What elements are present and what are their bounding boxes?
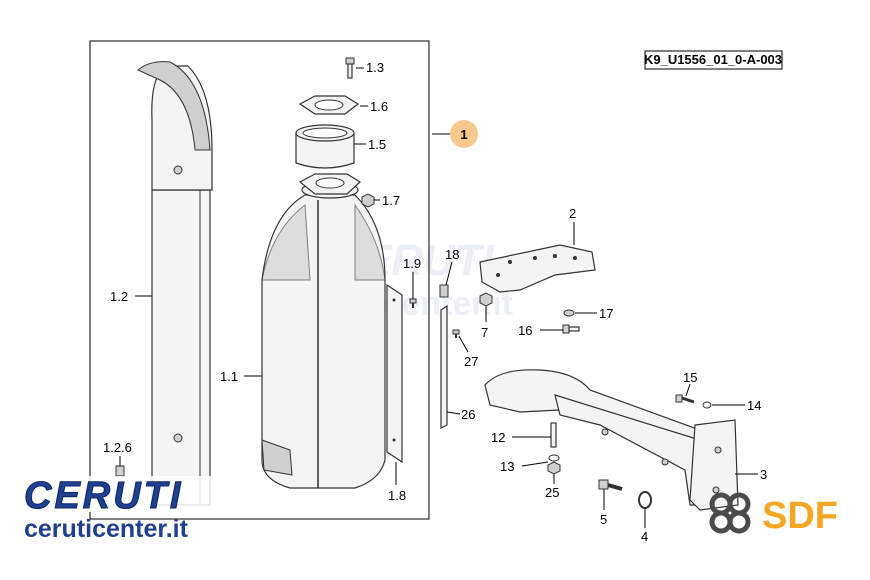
heat-shield-strip — [386, 283, 403, 464]
hardware-4 — [638, 491, 652, 509]
hardware-16 — [562, 324, 580, 334]
callout-26: 26 — [461, 407, 475, 422]
nut-part-1-7 — [361, 193, 375, 208]
callout-1-1: 1.1 — [220, 369, 238, 384]
callout-13: 13 — [500, 459, 514, 474]
hardware-12 — [550, 422, 557, 448]
hardware-7 — [479, 292, 493, 307]
sdf-logo-text: SDF — [762, 495, 838, 537]
diagram-code-box: K9_U1556_01_0-A-003 — [644, 50, 783, 70]
sleeve-part — [295, 124, 355, 169]
callout-17: 17 — [599, 306, 613, 321]
hardware-17 — [563, 309, 575, 317]
hardware-14 — [702, 401, 712, 409]
support-plate — [479, 244, 596, 293]
callout-1-2-6: 1.2.6 — [103, 440, 132, 455]
sdf-emblem-icon — [709, 492, 751, 534]
callout-1-6: 1.6 — [370, 99, 388, 114]
callout-1-5: 1.5 — [368, 137, 386, 152]
callout-2: 2 — [569, 206, 576, 221]
callout-1-2: 1.2 — [110, 289, 128, 304]
ceruti-site-text: ceruticenter.it — [24, 515, 189, 543]
hardware-15 — [675, 394, 695, 404]
bracket-arm — [484, 369, 739, 511]
hardware-25 — [547, 461, 561, 475]
callout-1-9: 1.9 — [403, 256, 421, 271]
callout-27: 27 — [464, 354, 478, 369]
callout-16: 16 — [518, 323, 532, 338]
ceruti-logo: CERUTI ceruticenter.it — [18, 475, 262, 543]
ceruti-logo-text: CERUTI — [24, 475, 183, 517]
callout-1-8: 1.8 — [388, 488, 406, 503]
sdf-logo: SDF — [709, 492, 838, 537]
callout-12: 12 — [491, 430, 505, 445]
callout-3: 3 — [760, 467, 767, 482]
hardware-13 — [548, 454, 560, 462]
callout-1-7: 1.7 — [382, 193, 400, 208]
callout-1-3: 1.3 — [366, 60, 384, 75]
callout-labels: 1.3 1.6 1.5 1.7 1.2 1.1 1.2.6 1.9 1.8 18… — [103, 60, 767, 544]
callout-18: 18 — [445, 247, 459, 262]
leader-lines — [119, 67, 758, 528]
callout-5: 5 — [600, 512, 607, 527]
callout-4: 4 — [641, 529, 648, 544]
bolt-part-1-3 — [345, 57, 355, 79]
exhaust-stack-pipe — [137, 61, 213, 506]
callout-7: 7 — [481, 325, 488, 340]
callout-14: 14 — [747, 398, 761, 413]
hardware-5 — [598, 479, 623, 491]
callout-15: 15 — [683, 370, 697, 385]
group-frame — [89, 40, 430, 520]
gasket-part — [298, 95, 360, 115]
muffler-body — [261, 179, 386, 489]
strip-part-26 — [440, 304, 448, 429]
hardware-27 — [452, 329, 460, 338]
muffler-flange — [298, 173, 361, 195]
callout-25: 25 — [545, 485, 559, 500]
diagram-code: K9_U1556_01_0-A-003 — [644, 52, 782, 67]
group-callout-label: 1 — [460, 127, 467, 142]
hardware-18 — [439, 284, 449, 298]
group-callout: 1 — [432, 120, 478, 148]
